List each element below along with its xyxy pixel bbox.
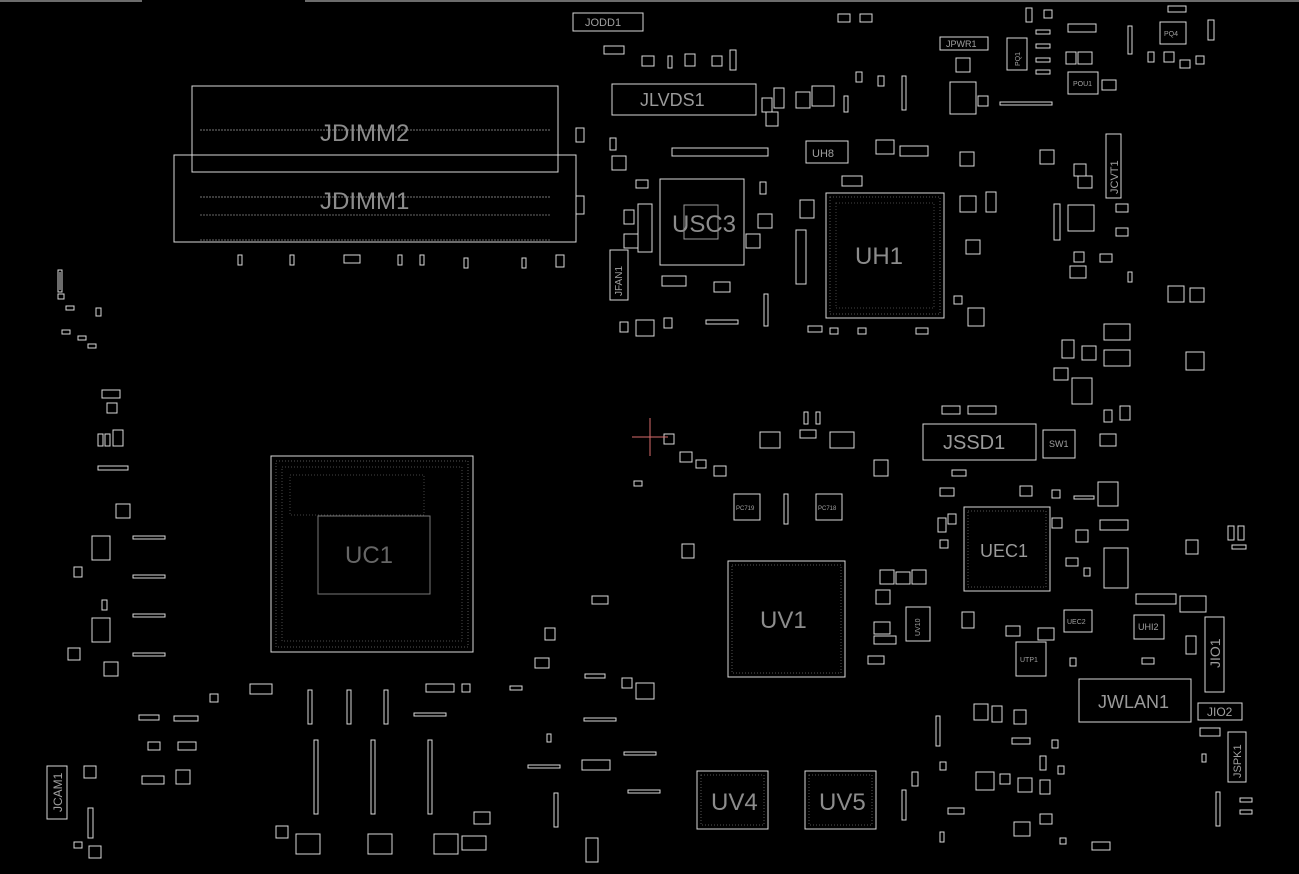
uv4-vram-chip[interactable]: UV4 bbox=[696, 770, 769, 830]
pc718-cap[interactable]: PC718 bbox=[815, 493, 843, 521]
jcam1-label: JCAM1 bbox=[51, 772, 65, 812]
io-connector-2[interactable]: JIO2 bbox=[1197, 702, 1243, 721]
uh8-chip[interactable]: UH8 bbox=[805, 140, 849, 164]
uh1-label: UH1 bbox=[855, 243, 903, 270]
passive-components-around-uh1 bbox=[609, 137, 997, 477]
uv1-label: UV1 bbox=[760, 607, 807, 634]
camera-connector[interactable]: JCAM1 bbox=[46, 765, 68, 820]
lvds-connector[interactable]: JLVDS1 bbox=[611, 83, 757, 116]
fan-connector[interactable]: JFAN1 bbox=[609, 249, 629, 301]
jio1-label: JIO1 bbox=[1207, 638, 1223, 668]
pou1-component[interactable]: POU1 bbox=[1067, 71, 1099, 95]
uv5-vram-chip[interactable]: UV5 bbox=[804, 770, 877, 830]
jcvt1-label: JCVT1 bbox=[1109, 160, 1121, 194]
uh1-chip[interactable]: UH1 bbox=[825, 192, 945, 319]
dimm-slot-2[interactable]: JDIMM2 bbox=[191, 85, 559, 173]
pc719-cap[interactable]: PC719 bbox=[733, 493, 761, 521]
power-connector[interactable]: JPWR1 bbox=[939, 36, 989, 51]
passive-components-right bbox=[1039, 149, 1253, 827]
uv10-chip[interactable]: UV10 bbox=[905, 606, 931, 642]
uv10-label: UV10 bbox=[915, 618, 922, 636]
uec1-label: UEC1 bbox=[980, 541, 1028, 561]
usc3-chip[interactable]: USC3 bbox=[659, 178, 745, 266]
jlvds1-label: JLVDS1 bbox=[640, 90, 705, 110]
dimm-slot-1[interactable]: JDIMM1 bbox=[173, 154, 577, 243]
speaker-connector[interactable]: JSPK1 bbox=[1227, 731, 1247, 783]
passive-components-left bbox=[57, 127, 585, 859]
uec2-chip[interactable]: UEC2 bbox=[1063, 609, 1093, 633]
pdc2-component[interactable] bbox=[949, 81, 977, 115]
uh8-label: UH8 bbox=[812, 148, 834, 160]
jspk1-label: JSPK1 bbox=[1232, 744, 1244, 778]
uv4-label: UV4 bbox=[711, 789, 758, 816]
ssd-connector[interactable]: JSSD1 bbox=[922, 423, 1037, 461]
pq1-component[interactable]: PQ1 bbox=[1006, 37, 1028, 71]
uv5-label: UV5 bbox=[819, 789, 866, 816]
crosshair-cursor bbox=[632, 418, 668, 456]
odd-connector[interactable]: JODD1 bbox=[572, 12, 644, 32]
jwlan1-label: JWLAN1 bbox=[1098, 692, 1169, 712]
uv1-gpu-chip[interactable]: UV1 bbox=[727, 560, 846, 678]
uec1-chip[interactable]: UEC1 bbox=[963, 506, 1051, 592]
passive-components-top-center bbox=[603, 5, 1215, 157]
jdimm1-label: JDIMM1 bbox=[320, 188, 409, 215]
pc719-label: PC719 bbox=[736, 506, 755, 512]
uc1-cpu-chip[interactable]: UC1 bbox=[270, 455, 474, 653]
ul1-component[interactable] bbox=[1067, 204, 1095, 232]
jodd1-label: JODD1 bbox=[585, 17, 621, 29]
io-connector-1[interactable]: JIO1 bbox=[1204, 616, 1225, 693]
pc718-label: PC718 bbox=[818, 506, 837, 512]
jio2-label: JIO2 bbox=[1207, 705, 1233, 719]
pou1-label: POU1 bbox=[1073, 81, 1092, 88]
jfan1-label: JFAN1 bbox=[614, 266, 625, 296]
switch-sw1[interactable]: SW1 bbox=[1042, 429, 1076, 459]
ul4-component[interactable] bbox=[1071, 377, 1093, 405]
wlan-connector[interactable]: JWLAN1 bbox=[1078, 678, 1192, 723]
passive-components-center bbox=[249, 411, 889, 863]
sw1-label: SW1 bbox=[1049, 439, 1069, 449]
jdimm2-label: JDIMM2 bbox=[320, 120, 409, 147]
passive-components-lower-right bbox=[867, 485, 1155, 851]
usc3-label: USC3 bbox=[672, 211, 736, 238]
jssd1-label: JSSD1 bbox=[943, 432, 1005, 454]
uhi2-label: UHI2 bbox=[1138, 622, 1159, 632]
pq1-label: PQ1 bbox=[1015, 52, 1022, 66]
uec2-label: UEC2 bbox=[1067, 619, 1086, 626]
pq4-component[interactable]: PQ4 bbox=[1159, 21, 1187, 45]
jpwr1-label: JPWR1 bbox=[946, 39, 977, 49]
cvt-connector[interactable]: JCVT1 bbox=[1105, 133, 1122, 199]
utp1-label: UTP1 bbox=[1020, 657, 1038, 664]
utp1-chip[interactable]: UTP1 bbox=[1015, 641, 1047, 677]
uhi2-chip[interactable]: UHI2 bbox=[1133, 614, 1165, 640]
uc1-label: UC1 bbox=[345, 542, 393, 569]
pq4-label: PQ4 bbox=[1164, 31, 1178, 38]
